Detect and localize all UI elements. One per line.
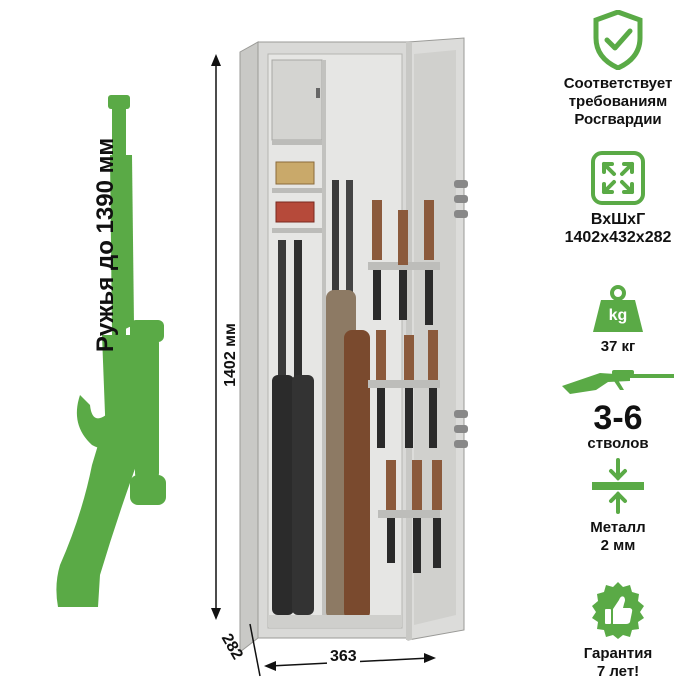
feature-label-line: Металл <box>590 519 646 536</box>
feature-label-line: Росгвардии <box>574 111 662 128</box>
weight-icon-label: kg <box>608 307 628 324</box>
barrels-count: 3-6 <box>593 399 643 437</box>
feature-label-line: требованиям <box>568 93 668 110</box>
rifle-icon <box>562 370 674 394</box>
feature-label-line: 37 кг <box>600 338 636 355</box>
thumbs-up-icon <box>592 582 644 639</box>
feature-label-line: Соответствует <box>563 75 673 92</box>
rifle-silhouette <box>56 95 166 607</box>
feature-barrels: 3-6 стволов <box>548 368 688 453</box>
feature-label-line: 2 мм <box>600 537 636 554</box>
feature-label-line: 7 лет! <box>596 663 640 680</box>
height-dimension-line <box>211 54 221 620</box>
weight-kg-icon: kg <box>591 284 645 334</box>
feature-label-line: 1402х432х282 <box>564 229 672 246</box>
width-dimension-label: 363 <box>327 648 360 666</box>
feature-label-line: ВхШхГ <box>590 211 646 228</box>
feature-weight: kg 37 кг <box>548 284 688 356</box>
feature-metal: Металл 2 мм <box>548 458 688 555</box>
rifle-caption: Ружья до 1390 мм <box>92 137 119 353</box>
gun-safe-illustration <box>239 37 468 654</box>
metal-thickness-icon <box>592 458 644 514</box>
depth-dimension-line <box>249 623 261 677</box>
shield-check-icon <box>593 9 643 71</box>
feature-label-line: Гарантия <box>583 645 653 662</box>
feature-rosgvardia: Соответствует требованиям Росгвардии <box>548 9 688 129</box>
feature-dimensions: ВхШхГ 1402х432х282 <box>548 150 688 247</box>
expand-arrows-icon <box>591 151 645 205</box>
feature-warranty: Гарантия 7 лет! <box>548 580 688 681</box>
feature-label-line: стволов <box>587 435 649 452</box>
